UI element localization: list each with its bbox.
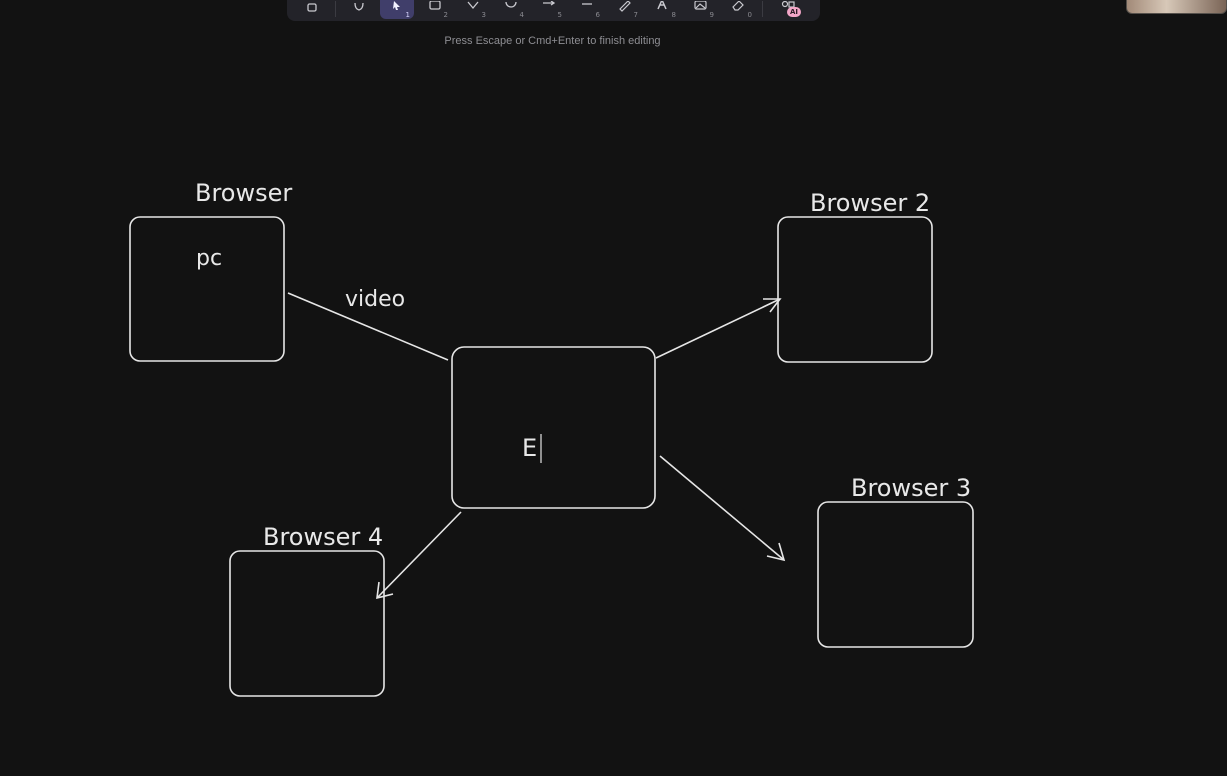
- shortcut-key: 1: [405, 10, 410, 19]
- ai-badge: AI: [786, 6, 801, 17]
- browser-node[interactable]: Browser pc: [129, 179, 292, 362]
- image-tool[interactable]: 9: [684, 0, 718, 19]
- text-tool[interactable]: 8: [646, 0, 680, 19]
- diamond-tool[interactable]: 3: [456, 0, 490, 19]
- shortcut-key: 9: [709, 10, 714, 19]
- browser-4-box[interactable]: [229, 550, 385, 697]
- shortcut-key: 2: [443, 10, 448, 19]
- shortcut-key: 3: [481, 10, 486, 19]
- shortcut-key: 7: [633, 10, 638, 19]
- browser-2-label: Browser 2: [810, 189, 930, 217]
- arrow-tool[interactable]: 5: [532, 0, 566, 19]
- browser-box[interactable]: [129, 216, 285, 362]
- eraser-icon: [732, 0, 744, 11]
- hand-tool[interactable]: [342, 0, 376, 19]
- rectangle-icon: [429, 0, 441, 10]
- text-icon: [657, 0, 667, 9]
- shortcut-key: 8: [671, 10, 676, 19]
- ellipse-tool[interactable]: 4: [494, 0, 528, 19]
- arrow-icon: [543, 0, 556, 6]
- arrow-to-browser-4[interactable]: [376, 511, 462, 600]
- arrow-head: [376, 581, 394, 600]
- video-label: video: [345, 287, 405, 312]
- browser-label: Browser: [195, 179, 292, 207]
- browser-2-box[interactable]: [777, 216, 933, 363]
- arrow-to-browser-3[interactable]: [659, 455, 786, 562]
- arrow-line[interactable]: [655, 298, 781, 359]
- browser-4-label: Browser 4: [263, 523, 383, 551]
- arrow-to-browser-2[interactable]: [655, 298, 782, 359]
- center-text[interactable]: E: [522, 434, 537, 462]
- image-icon: [694, 0, 707, 10]
- editing-hint: Press Escape or Cmd+Enter to finish edit…: [444, 35, 661, 47]
- arrow-head: [766, 542, 786, 562]
- arrow-head: [763, 298, 782, 313]
- center-node[interactable]: E: [451, 346, 656, 509]
- browser-4-node[interactable]: Browser 4: [229, 523, 385, 697]
- toolbar-divider: [762, 0, 763, 17]
- pencil-icon: [619, 0, 631, 12]
- browser-2-node[interactable]: Browser 2: [777, 189, 933, 363]
- browser-3-node[interactable]: Browser 3: [817, 474, 974, 648]
- main-toolbar: 1 2 3 4 5 6 7 8: [287, 0, 820, 21]
- hand-icon: [354, 2, 364, 11]
- browser-3-label: Browser 3: [851, 474, 971, 502]
- pointer-icon: [393, 0, 400, 10]
- browser-3-box[interactable]: [817, 501, 974, 648]
- diamond-icon: [467, 1, 479, 9]
- pc-label: pc: [196, 246, 222, 271]
- line-tool[interactable]: 6: [570, 0, 604, 19]
- collaborator-video-thumbnail[interactable]: [1126, 0, 1227, 14]
- shortcut-key: 6: [595, 10, 600, 19]
- eraser-tool[interactable]: 0: [722, 0, 756, 19]
- line-icon: [582, 2, 592, 5]
- extra-tools-button[interactable]: AI: [771, 0, 805, 19]
- shortcut-key: 0: [747, 10, 752, 19]
- arrow-line[interactable]: [659, 455, 785, 561]
- lock-icon: [307, 2, 317, 12]
- toolbar-divider: [335, 0, 336, 17]
- draw-tool[interactable]: 7: [608, 0, 642, 19]
- ellipse-icon: [505, 1, 517, 8]
- video-line[interactable]: [287, 292, 449, 361]
- shortcut-key: 4: [519, 10, 524, 19]
- center-box[interactable]: [451, 346, 656, 509]
- arrow-line[interactable]: [376, 511, 462, 599]
- selection-tool[interactable]: 1: [380, 0, 414, 19]
- rectangle-tool[interactable]: 2: [418, 0, 452, 19]
- lock-tool[interactable]: [295, 0, 329, 19]
- video-connection[interactable]: video: [287, 287, 449, 361]
- shortcut-key: 5: [557, 10, 562, 19]
